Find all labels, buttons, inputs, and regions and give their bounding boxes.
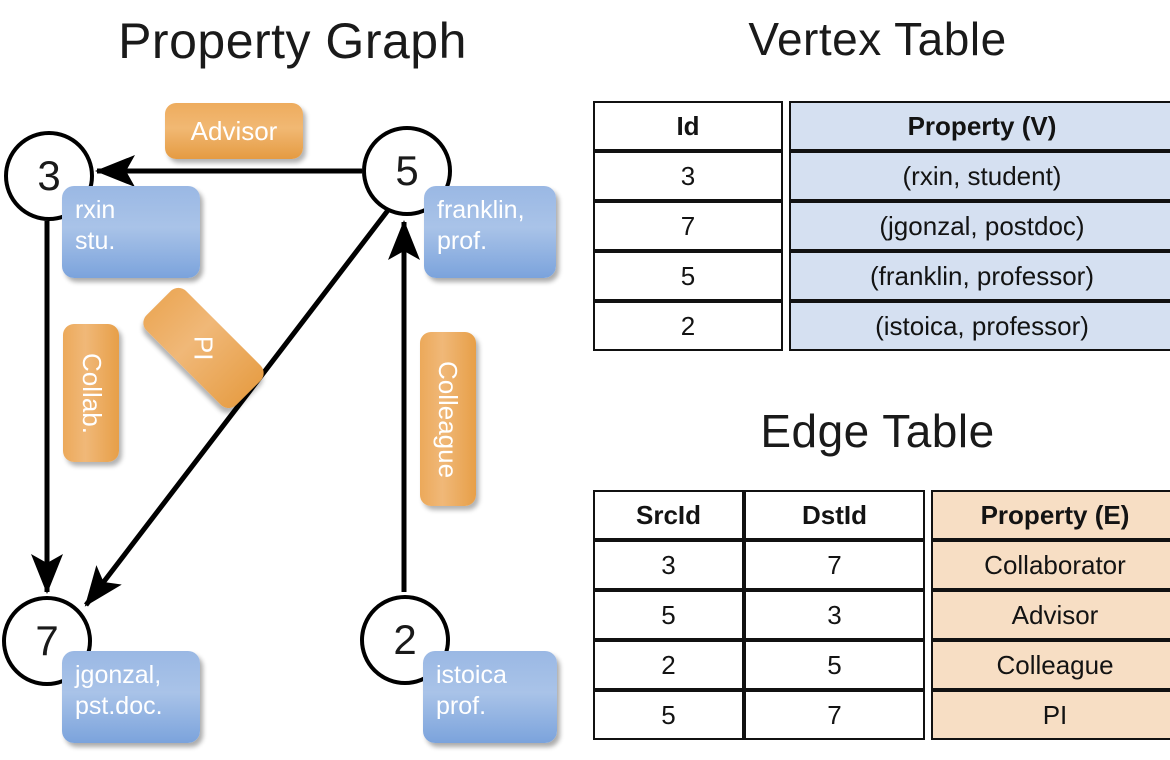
vertex-row-0-id: 3	[593, 151, 783, 201]
vertex-property-rxin-line2: stu.	[75, 226, 116, 255]
edge-property-collab-label: Collab.	[76, 352, 107, 434]
vertex-property-callout-istoica: istoica prof.	[423, 651, 557, 743]
edge-row-0-src: 3	[593, 540, 744, 590]
vertex-table-header-id: Id	[593, 101, 783, 151]
edge-row-3-dst: 7	[744, 690, 925, 740]
graph-edges-svg	[31, 155, 420, 607]
vertex-property-istoica-line1: istoica	[436, 661, 507, 689]
vertex-property-istoica-line2: prof.	[436, 691, 487, 720]
vertex-row-2-id: 5	[593, 251, 783, 301]
vertex-property-franklin-line1: franklin,	[437, 196, 525, 224]
table-row: 5 7 PI	[593, 690, 1170, 740]
edge-table-header-dstid: DstId	[744, 490, 925, 540]
edge-row-1-dst: 3	[744, 590, 925, 640]
edge-row-3-property: PI	[931, 690, 1170, 740]
edge-row-0-dst: 7	[744, 540, 925, 590]
table-row: 7 (jgonzal, postdoc)	[593, 201, 1170, 251]
edge-row-2-property: Colleague	[931, 640, 1170, 690]
vertex-property-rxin-line1: rxin	[75, 196, 116, 224]
page-title-edge-table: Edge Table	[760, 405, 995, 457]
vertex-table-header-row: Id Property (V)	[593, 101, 1170, 151]
edge-property-colleague-label: Colleague	[433, 360, 464, 478]
edge-row-1-src: 5	[593, 590, 744, 640]
vertex-property-franklin-line2: prof.	[437, 226, 488, 255]
page-title-vertex-table: Vertex Table	[748, 13, 1007, 65]
vertex-row-3-id: 2	[593, 301, 783, 351]
graph-node-2[interactable]: 2	[360, 595, 450, 685]
vertex-property-callout-franklin: franklin, prof.	[424, 186, 556, 278]
table-row: 5 (franklin, professor)	[593, 251, 1170, 301]
vertex-row-3-property: (istoica, professor)	[789, 301, 1170, 351]
vertex-table: Id Property (V) 3 (rxin, student) 7 (jgo…	[593, 101, 1170, 351]
vertex-row-0-property: (rxin, student)	[789, 151, 1170, 201]
vertex-property-jgonzal-line1: jgonzal,	[75, 661, 162, 689]
edge-property-callout-advisor: Advisor	[165, 103, 303, 159]
edge-property-pi-label: PI	[188, 335, 219, 361]
edge-line-pi	[84, 203, 394, 607]
table-row: 3 7 Collaborator	[593, 540, 1170, 590]
edge-table-header-srcid: SrcId	[593, 490, 744, 540]
edge-property-advisor-label: Advisor	[190, 115, 278, 146]
edge-row-2-src: 2	[593, 640, 744, 690]
vertex-table-header-property: Property (V)	[789, 101, 1170, 151]
table-row: 3 (rxin, student)	[593, 151, 1170, 201]
edge-table-header-property: Property (E)	[931, 490, 1170, 540]
table-row: 2 (istoica, professor)	[593, 301, 1170, 351]
graph-node-7-label: 7	[35, 617, 59, 664]
edge-row-1-property: Advisor	[931, 590, 1170, 640]
graph-node-2-label: 2	[393, 616, 417, 663]
vertex-property-jgonzal-line2: pst.doc.	[75, 691, 163, 720]
edge-table: SrcId DstId Property (E) 3 7 Collaborato…	[593, 490, 1170, 740]
table-row: 2 5 Colleague	[593, 640, 1170, 690]
property-graph-panel: Property Graph 3 5 7 2 rxin stu. frankli…	[2, 13, 557, 743]
vertex-property-callout-jgonzal: jgonzal, pst.doc.	[62, 651, 200, 743]
edge-property-callout-colleague: Colleague	[420, 332, 476, 506]
vertex-property-callout-rxin: rxin stu.	[62, 186, 200, 278]
vertex-row-1-id: 7	[593, 201, 783, 251]
table-row: 5 3 Advisor	[593, 590, 1170, 640]
edge-property-callout-collab: Collab.	[63, 324, 119, 462]
page-title-property-graph: Property Graph	[118, 13, 467, 69]
graph-node-5-label: 5	[395, 147, 419, 194]
edge-row-2-dst: 5	[744, 640, 925, 690]
edge-row-3-src: 5	[593, 690, 744, 740]
graph-node-3-label: 3	[37, 152, 61, 199]
graph-node-5[interactable]: 5	[362, 126, 452, 216]
vertex-row-1-property: (jgonzal, postdoc)	[789, 201, 1170, 251]
vertex-row-2-property: (franklin, professor)	[789, 251, 1170, 301]
edge-row-0-property: Collaborator	[931, 540, 1170, 590]
edge-table-header-row: SrcId DstId Property (E)	[593, 490, 1170, 540]
